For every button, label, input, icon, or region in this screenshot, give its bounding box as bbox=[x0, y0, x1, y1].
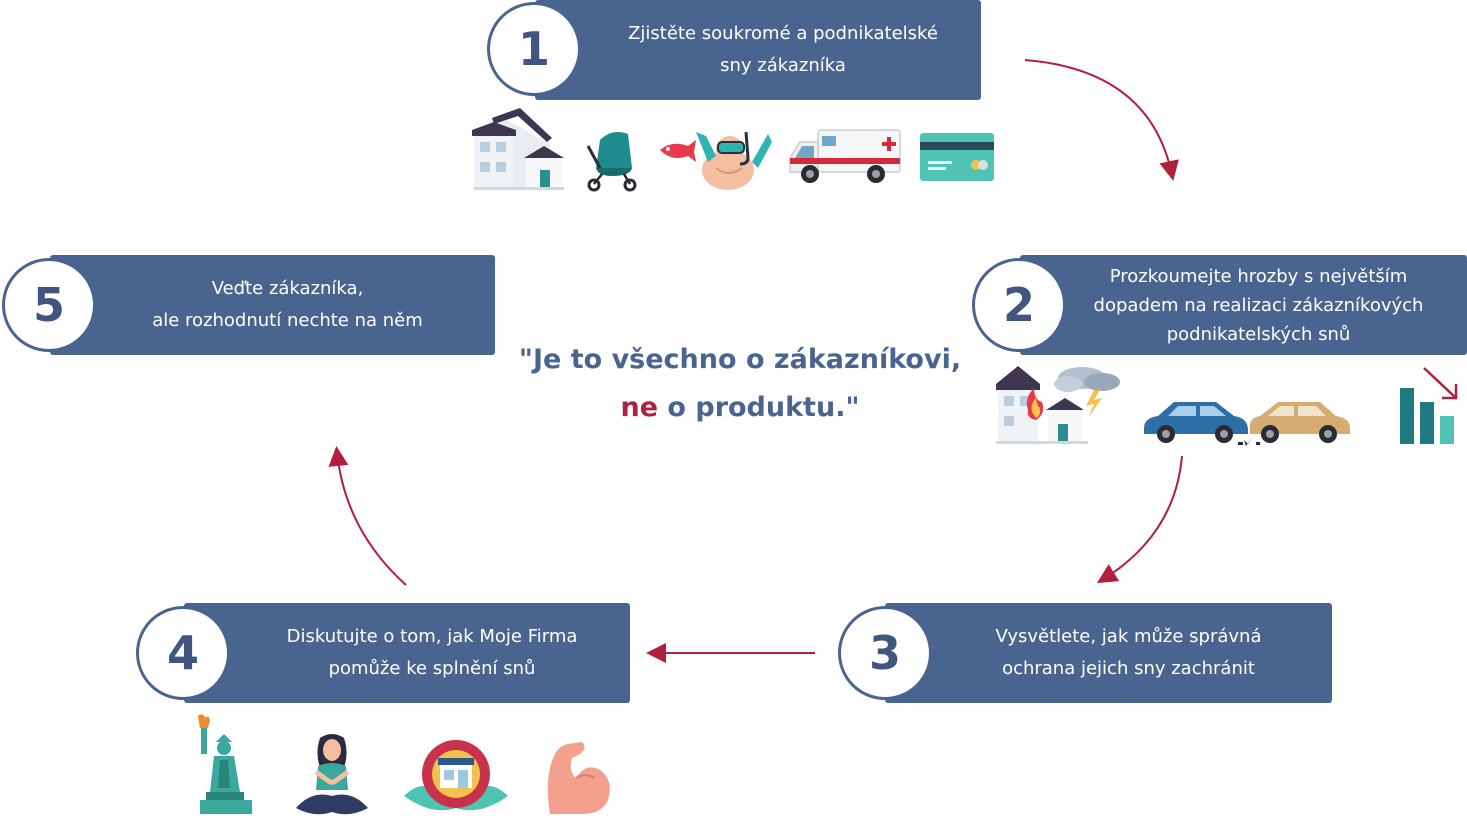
step-1-box: Zjistěte soukromé a podnikatelské sny zá… bbox=[535, 0, 981, 100]
step-1-number: 1 bbox=[487, 2, 581, 96]
credit-card-icon bbox=[920, 133, 994, 181]
declining-chart-icon bbox=[1400, 367, 1458, 444]
step-4-number: 4 bbox=[136, 606, 230, 700]
step-2-number: 2 bbox=[972, 258, 1066, 352]
step-3-text: Vysvětlete, jak může správná ochrana jej… bbox=[995, 626, 1262, 679]
step-4-box: Diskutujte o tom, jak Moje Firma pomůže … bbox=[184, 603, 630, 703]
quote-line-2-rest: o produktu." bbox=[658, 392, 860, 423]
flower-shop-icon bbox=[404, 740, 508, 811]
statue-of-liberty-icon bbox=[198, 714, 252, 814]
step-3-number: 3 bbox=[838, 606, 932, 700]
center-quote: "Je to všechno o zákazníkovi, ne o produ… bbox=[515, 336, 965, 432]
quote-line-2: ne o produktu." bbox=[515, 384, 965, 432]
step-5-text: Veďte zákazníka, ale rozhodnutí nechte n… bbox=[152, 278, 423, 331]
quote-emphasis: ne bbox=[620, 392, 659, 423]
stroller-icon bbox=[586, 132, 637, 192]
snorkeler-fish-icon bbox=[660, 131, 772, 190]
step-5-number: 5 bbox=[2, 258, 96, 352]
arrow-4-to-5 bbox=[328, 446, 407, 586]
step-5-box: Veďte zákazníka, ale rozhodnutí nechte n… bbox=[50, 255, 495, 355]
yoga-icon bbox=[296, 734, 368, 815]
ambulance-icon bbox=[789, 129, 901, 183]
step-4-text: Diskutujte o tom, jak Moje Firma pomůže … bbox=[286, 626, 578, 679]
car-crash-icon bbox=[1144, 402, 1350, 446]
arrow-1-to-2 bbox=[1024, 59, 1179, 181]
step-3-box: Vysvětlete, jak může správná ochrana jej… bbox=[885, 603, 1332, 703]
quote-line-1: "Je to všechno o zákazníkovi, bbox=[518, 344, 962, 375]
step-2-text: Prozkoumejte hrozby s největším dopadem … bbox=[1093, 265, 1424, 345]
step-1-text: Zjistěte soukromé a podnikatelské sny zá… bbox=[628, 23, 938, 76]
burning-house-icon bbox=[996, 366, 1120, 444]
step-2-box: Prozkoumejte hrozby s největším dopadem … bbox=[1020, 255, 1467, 355]
house-icon bbox=[472, 108, 564, 190]
flexed-arm-icon bbox=[547, 742, 610, 814]
arrow-2-to-3 bbox=[1096, 455, 1183, 584]
